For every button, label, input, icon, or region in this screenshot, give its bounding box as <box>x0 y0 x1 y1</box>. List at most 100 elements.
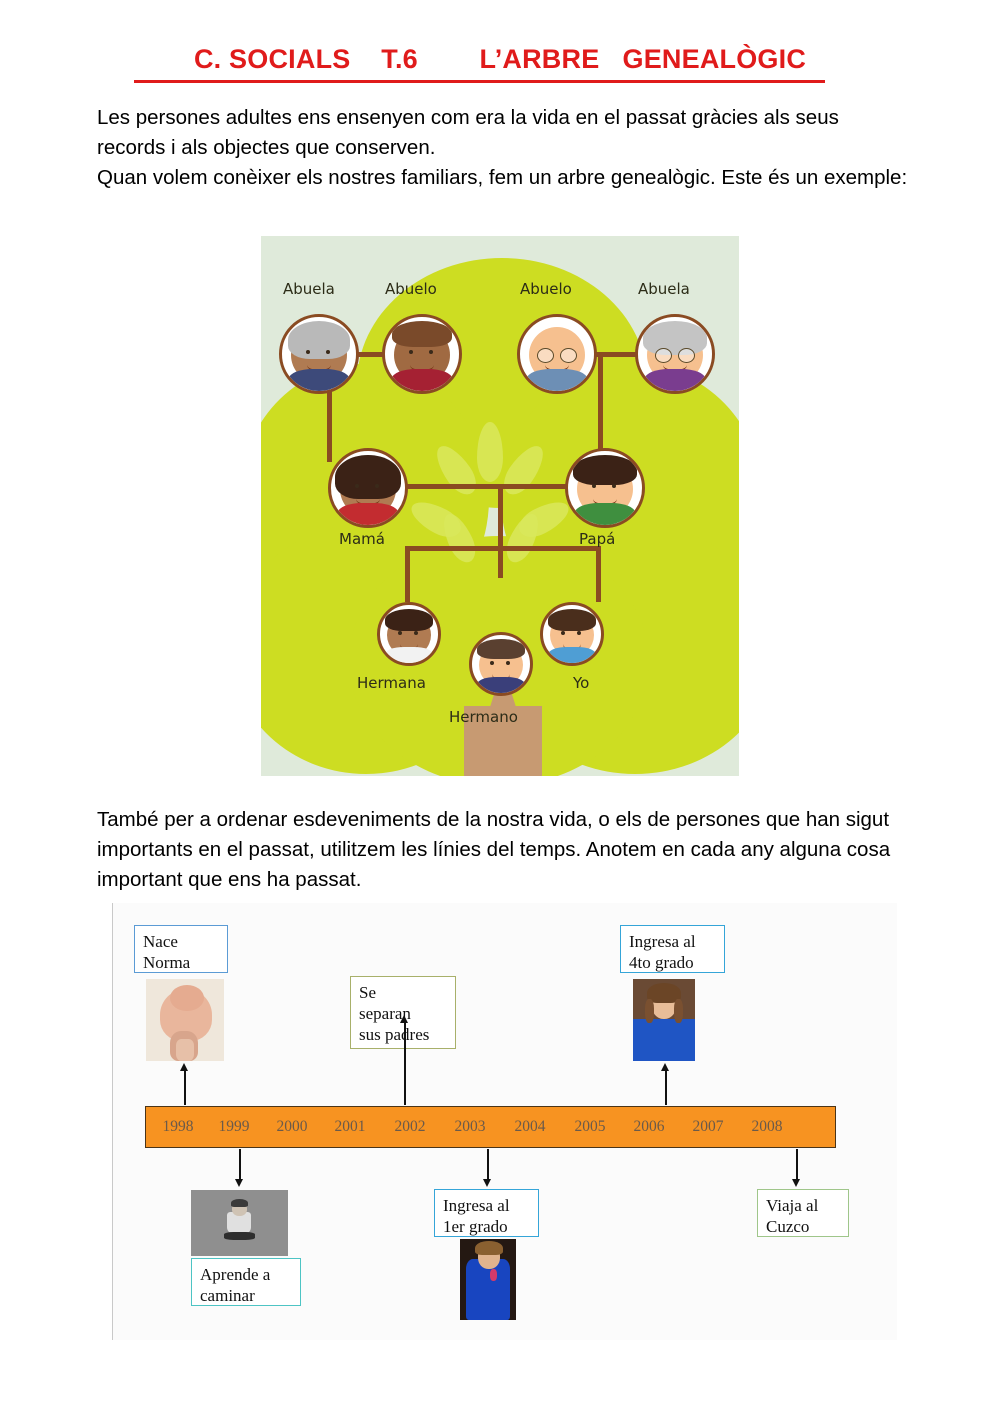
eye <box>326 350 330 355</box>
arrow-line-se-separan <box>404 1021 406 1105</box>
hair-shape <box>548 609 596 631</box>
collar-shape <box>477 677 525 693</box>
arrow-line-ingresa-4to <box>665 1069 667 1105</box>
leaf-shape <box>477 422 503 482</box>
timeline-paragraph: També per a ordenar esdeveniments de la … <box>97 808 891 891</box>
tree-label-grandmother-right: Abuela <box>638 280 690 298</box>
connector-line <box>581 352 663 357</box>
portrait-mother <box>328 448 408 528</box>
title-underline <box>134 80 825 83</box>
eye <box>409 350 413 355</box>
eye <box>375 484 379 489</box>
eye <box>561 631 565 636</box>
connector-line <box>596 546 601 602</box>
portrait-father <box>565 448 645 528</box>
eye <box>490 661 494 666</box>
arrow-line-ingresa-1er <box>487 1149 489 1181</box>
timeline-bar: 1998 1999 2000 2001 2002 2003 2004 2005 … <box>145 1106 836 1148</box>
timeline-year: 1998 <box>162 1118 194 1135</box>
family-tree-figure: Abuela Abuelo Abuelo Abuela Mamá <box>261 236 739 776</box>
portrait-grandmother-right <box>635 314 715 394</box>
intro-paragraph: Les persones adultes ens ensenyen com er… <box>97 106 908 189</box>
collar-shape <box>338 503 398 525</box>
portrait-grandfather-left <box>382 314 462 394</box>
portrait-brother <box>469 632 533 696</box>
timeline-year: 2008 <box>751 1118 783 1135</box>
callout-nace-norma[interactable]: Nace Norma <box>134 925 228 973</box>
timeline-figure: 1998 1999 2000 2001 2002 2003 2004 2005 … <box>112 903 897 1340</box>
tree-label-self: Yo <box>573 674 590 692</box>
callout-se-separan[interactable]: Se separan sus padres <box>350 976 456 1049</box>
hair-shape <box>477 639 525 659</box>
tree-label-brother: Hermano <box>449 708 518 726</box>
arrow-line-nace-norma <box>184 1069 186 1105</box>
arrow-line-viaja-cuzco <box>796 1149 798 1181</box>
timeline-left-rule <box>112 903 113 1340</box>
glasses-icon <box>655 348 695 364</box>
hair-shape <box>392 321 452 347</box>
eye <box>414 631 418 636</box>
collar-shape <box>575 503 635 525</box>
tree-label-grandfather-right: Abuelo <box>520 280 572 298</box>
timeline-year: 2005 <box>574 1118 606 1135</box>
hair-shape <box>335 455 401 499</box>
arrow-head-viaja-cuzco <box>792 1179 800 1187</box>
timeline-year: 2001 <box>334 1118 366 1135</box>
photo-toddler-sitting <box>191 1190 288 1256</box>
collar-shape <box>548 647 596 663</box>
arrow-head-ingresa-1er <box>483 1179 491 1187</box>
portrait-self <box>540 602 604 666</box>
arrow-head-aprende-caminar <box>235 1179 243 1187</box>
collar-shape <box>289 369 349 391</box>
collar-shape <box>392 369 452 391</box>
collar-shape <box>385 647 433 663</box>
connector-line <box>405 546 410 602</box>
connector-line <box>327 352 332 462</box>
hair-shape <box>385 609 433 631</box>
eye <box>355 484 359 489</box>
photo-child-blue-smock <box>460 1239 516 1320</box>
timeline-year: 2004 <box>514 1118 546 1135</box>
portrait-grandfather-right <box>517 314 597 394</box>
page-title: C. SOCIALS T.6 L’ARBRE GENEALÒGIC <box>193 44 807 74</box>
arrow-head-ingresa-4to <box>661 1063 669 1071</box>
callout-ingresa-4to[interactable]: Ingresa al 4to grado <box>620 925 725 973</box>
hair-shape <box>288 321 350 359</box>
collar-shape <box>527 369 587 391</box>
timeline-year: 1999 <box>218 1118 250 1135</box>
tree-label-father: Papá <box>579 530 616 548</box>
callout-ingresa-1er[interactable]: Ingresa al 1er grado <box>434 1189 539 1237</box>
eye <box>429 350 433 355</box>
timeline-year: 2002 <box>394 1118 426 1135</box>
tree-label-grandfather-left: Abuelo <box>385 280 437 298</box>
timeline-year: 2007 <box>692 1118 724 1135</box>
tree-label-grandmother-left: Abuela <box>283 280 335 298</box>
connector-line <box>598 352 603 462</box>
eye <box>306 350 310 355</box>
arrow-head-se-separan <box>400 1015 408 1023</box>
callout-aprende-caminar[interactable]: Aprende a caminar <box>191 1258 301 1306</box>
arrow-head-nace-norma <box>180 1063 188 1071</box>
photo-girl-blue-uniform <box>633 979 695 1061</box>
hair-shape <box>573 455 637 485</box>
collar-shape <box>645 369 705 391</box>
arrow-line-aprende-caminar <box>239 1149 241 1181</box>
timeline-year: 2000 <box>276 1118 308 1135</box>
eye <box>506 661 510 666</box>
tree-label-mother: Mamá <box>339 530 385 548</box>
connector-line <box>498 484 503 578</box>
tree-label-sister: Hermana <box>357 674 426 692</box>
timeline-year: 2006 <box>633 1118 665 1135</box>
portrait-sister <box>377 602 441 666</box>
portrait-grandmother-left <box>279 314 359 394</box>
eye <box>612 484 616 489</box>
callout-viaja-cuzco[interactable]: Viaja al Cuzco <box>757 1189 849 1237</box>
connector-line <box>405 546 601 551</box>
timeline-year: 2003 <box>454 1118 486 1135</box>
hair-shape <box>643 321 707 355</box>
photo-newborn-baby <box>146 979 224 1061</box>
connector-line <box>329 352 411 357</box>
eye <box>398 631 402 636</box>
eye <box>577 631 581 636</box>
eye <box>592 484 596 489</box>
